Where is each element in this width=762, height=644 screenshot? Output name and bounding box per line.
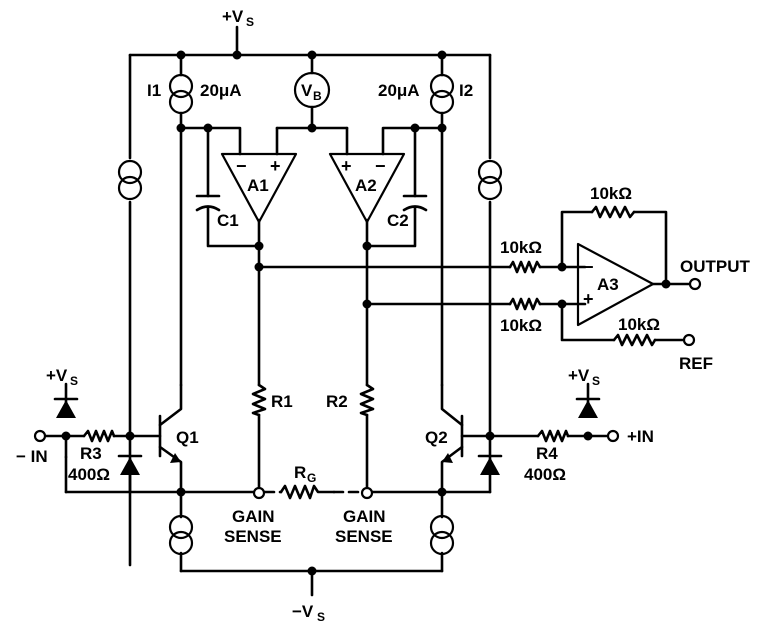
label-gain-right-1: GAIN bbox=[343, 507, 386, 526]
vb-voltage-source: V B bbox=[293, 71, 331, 109]
svg-text:S: S bbox=[246, 15, 254, 29]
svg-text:A3: A3 bbox=[597, 275, 619, 294]
label-in-pos: +IN bbox=[627, 427, 654, 446]
pin-in-pos[interactable] bbox=[606, 429, 620, 443]
pin-in-neg[interactable] bbox=[33, 429, 47, 443]
label-gain-left-1: GAIN bbox=[232, 507, 275, 526]
label-ref: REF bbox=[679, 354, 713, 373]
resistor-a3-input-top: 10kΩ bbox=[500, 238, 542, 274]
svg-text:R2: R2 bbox=[326, 392, 348, 411]
svg-text:Q2: Q2 bbox=[425, 428, 448, 447]
resistor-a3-ref: 10kΩ bbox=[612, 315, 660, 347]
svg-text:10kΩ: 10kΩ bbox=[500, 238, 542, 257]
svg-text:V: V bbox=[301, 81, 313, 100]
svg-text:Q1: Q1 bbox=[176, 428, 199, 447]
svg-text:C2: C2 bbox=[387, 211, 409, 230]
label-supply-bottom: −V S bbox=[292, 602, 325, 624]
resistor-r2: R2 bbox=[326, 383, 375, 417]
label-i1-value: 20μA bbox=[200, 81, 242, 100]
opamp-a3: − + A3 bbox=[576, 242, 655, 327]
resistor-rg: R G bbox=[279, 463, 336, 500]
svg-text:+: + bbox=[270, 156, 281, 176]
capacitor-c1: C1 bbox=[195, 194, 239, 230]
svg-text:G: G bbox=[307, 471, 316, 485]
svg-text:10kΩ: 10kΩ bbox=[500, 316, 542, 335]
label-output: OUTPUT bbox=[680, 257, 751, 276]
label-diode-rail-left: +V S bbox=[46, 366, 78, 388]
diode-input-left-top bbox=[53, 397, 79, 418]
resistor-a3-input-bottom: 10kΩ bbox=[500, 297, 542, 335]
svg-text:S: S bbox=[592, 374, 600, 388]
opamp-a2: + − A2 bbox=[328, 152, 406, 224]
current-source-i2 bbox=[429, 73, 455, 115]
pin-output[interactable] bbox=[688, 277, 702, 291]
svg-text:−: − bbox=[375, 156, 386, 176]
resistor-r4: R4 400Ω bbox=[524, 429, 570, 484]
pin-gain-sense-right[interactable] bbox=[360, 486, 374, 500]
svg-text:A1: A1 bbox=[247, 176, 269, 195]
label-i2-value: 20μA bbox=[378, 81, 420, 100]
svg-text:R4: R4 bbox=[536, 444, 558, 463]
opamp-a1: − + A1 bbox=[220, 152, 298, 224]
svg-text:400Ω: 400Ω bbox=[68, 465, 110, 484]
current-source-bottom-right bbox=[429, 514, 455, 556]
capacitor-c2: C2 bbox=[387, 194, 428, 230]
label-i2: I2 bbox=[459, 81, 473, 100]
label-in-neg: − IN bbox=[16, 447, 48, 466]
diode-input-left-bottom bbox=[117, 454, 143, 494]
svg-text:+V: +V bbox=[46, 366, 68, 385]
svg-text:S: S bbox=[70, 374, 78, 388]
resistor-r1: R1 bbox=[251, 383, 293, 417]
pin-ref[interactable] bbox=[682, 333, 696, 347]
svg-text:−: − bbox=[236, 156, 247, 176]
label-diode-rail-right: +V S bbox=[568, 366, 600, 388]
current-source-left-rail bbox=[117, 159, 143, 201]
junction-dots bbox=[61, 50, 671, 576]
svg-text:+: + bbox=[341, 156, 352, 176]
svg-text:B: B bbox=[313, 89, 322, 103]
svg-text:R3: R3 bbox=[80, 444, 102, 463]
label-i1: I1 bbox=[147, 81, 161, 100]
svg-text:+V: +V bbox=[222, 7, 244, 26]
svg-text:10kΩ: 10kΩ bbox=[618, 315, 660, 334]
svg-text:400Ω: 400Ω bbox=[524, 465, 566, 484]
svg-text:−V: −V bbox=[292, 602, 314, 621]
svg-text:S: S bbox=[317, 610, 325, 624]
svg-text:C1: C1 bbox=[217, 211, 239, 230]
svg-text:R1: R1 bbox=[271, 392, 293, 411]
label-gain-left-2: SENSE bbox=[224, 527, 282, 546]
transistor-q1: Q1 bbox=[158, 383, 199, 494]
svg-text:+: + bbox=[583, 289, 594, 309]
svg-text:10kΩ: 10kΩ bbox=[590, 184, 632, 203]
svg-text:R: R bbox=[294, 463, 306, 482]
diode-input-right-top bbox=[575, 397, 601, 418]
resistor-r3: R3 400Ω bbox=[68, 429, 116, 484]
svg-text:+V: +V bbox=[568, 366, 590, 385]
resistor-a3-feedback: 10kΩ bbox=[590, 184, 636, 219]
diode-input-right-bottom bbox=[477, 454, 503, 494]
svg-text:A2: A2 bbox=[355, 176, 377, 195]
current-source-right-rail bbox=[477, 159, 503, 201]
svg-text:−: − bbox=[583, 257, 594, 277]
label-gain-right-2: SENSE bbox=[335, 527, 393, 546]
current-source-i1 bbox=[168, 73, 194, 115]
label-supply-top: +V S bbox=[222, 7, 254, 29]
current-source-bottom-left bbox=[168, 514, 194, 556]
pin-gain-sense-left[interactable] bbox=[252, 486, 266, 500]
transistor-q2: Q2 bbox=[425, 383, 464, 494]
